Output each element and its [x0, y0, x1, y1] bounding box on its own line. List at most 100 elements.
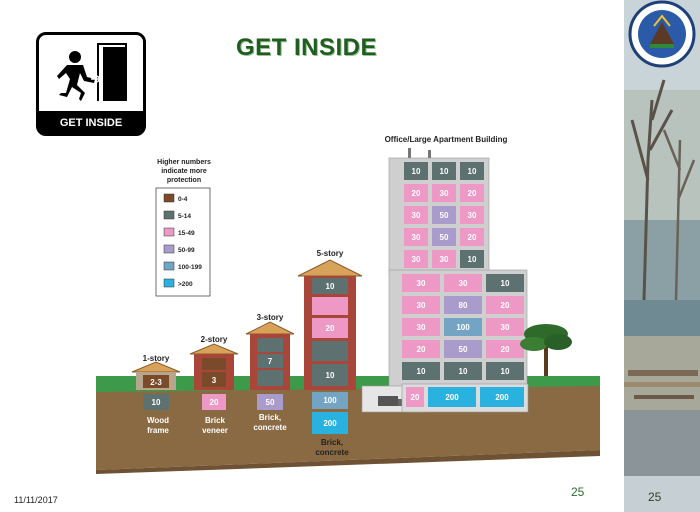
truck-icon — [378, 396, 398, 406]
legend-label: 5-14 — [178, 213, 191, 220]
house2-cell-basement — [202, 394, 226, 410]
office-cell — [432, 184, 456, 202]
house-1-story: 1-story 2-3 10 Wood frame — [131, 354, 181, 435]
legend-label: 0-4 — [178, 196, 188, 203]
house1-title: 1-story — [143, 354, 170, 363]
office-cell-value: 10 — [459, 367, 468, 376]
tree — [520, 324, 572, 376]
office-cell-value: 50 — [459, 345, 468, 354]
slide-title: GET INSIDE — [236, 34, 378, 61]
office-cell — [486, 362, 524, 380]
office-cell-value: 10 — [501, 279, 510, 288]
office-cell-value: 200 — [445, 393, 459, 402]
office-cell-value: 10 — [412, 167, 421, 176]
legend-label: 15-49 — [178, 230, 195, 237]
office-cell-value: 10 — [501, 367, 510, 376]
legend-swatch — [163, 261, 175, 271]
house1-value-basement: 10 — [152, 398, 161, 407]
house1-cell-upper — [143, 375, 169, 388]
house3-title: 3-story — [257, 313, 284, 322]
office-cell-value: 30 — [412, 255, 421, 264]
office-cell — [404, 250, 428, 268]
office-cell-value: 10 — [468, 255, 477, 264]
office-cell-value: 30 — [440, 189, 449, 198]
office-cell — [404, 184, 428, 202]
house5-caption-1: Brick, — [321, 438, 343, 447]
house5-cell-1 — [312, 364, 348, 386]
office-cell-value: 200 — [495, 393, 509, 402]
house1-cell-basement — [143, 394, 169, 410]
office-cell-value: 20 — [468, 189, 477, 198]
slide-page-number: 25 — [571, 485, 585, 499]
legend-swatch — [163, 278, 175, 288]
house3-cell-basement — [257, 394, 283, 410]
house-2-story: 2-story 3 20 Brick veneer — [189, 335, 239, 435]
house2-title: 2-story — [201, 335, 228, 344]
office-cell — [460, 206, 484, 224]
office-cell-value: 50 — [440, 211, 449, 220]
office-cell-value: 20 — [501, 301, 510, 310]
office-cell — [444, 340, 482, 358]
office-cell-value: 100 — [456, 323, 470, 332]
house3-value-basement: 50 — [266, 398, 275, 407]
office-cell-value: 30 — [440, 255, 449, 264]
office-cell — [404, 228, 428, 246]
house1-caption-1: Wood — [147, 416, 169, 425]
office-cell-value: 80 — [459, 301, 468, 310]
office-cell-value: 30 — [417, 301, 426, 310]
legend-heading-1: Higher numbers — [157, 159, 211, 166]
house5-cell-basement-1 — [312, 392, 348, 409]
house5-value-top: 10 — [326, 282, 335, 291]
office-cell-value: 30 — [501, 323, 510, 332]
office-cell — [406, 387, 424, 407]
legend-swatch — [163, 210, 175, 220]
office-cell — [432, 228, 456, 246]
office-cell-value: 20 — [468, 233, 477, 242]
office-title: Office/Large Apartment Building — [385, 135, 508, 144]
office-cell — [428, 387, 476, 407]
house5-cell-5 — [312, 278, 348, 294]
office-cell — [460, 184, 484, 202]
office-cell — [486, 274, 524, 292]
office-cell-value: 20 — [417, 345, 426, 354]
office-cell — [432, 206, 456, 224]
legend-swatch — [163, 244, 175, 254]
office-cell — [460, 162, 484, 180]
house5-caption-2: concrete — [315, 448, 349, 457]
office-cell — [460, 228, 484, 246]
office-cell — [402, 318, 440, 336]
strip-page-number: 25 — [648, 490, 662, 504]
house2-caption-1: Brick — [205, 416, 226, 425]
office-cell — [402, 340, 440, 358]
office-cell-value: 30 — [459, 279, 468, 288]
office-cell-value: 30 — [417, 323, 426, 332]
office-cell — [432, 162, 456, 180]
house5-value-ground: 10 — [326, 371, 335, 380]
office-cell-value: 10 — [417, 367, 426, 376]
house5-value-basement-1: 100 — [323, 396, 337, 405]
legend-box — [155, 187, 211, 297]
house1-caption-2: frame — [147, 426, 169, 435]
house3-caption-2: concrete — [253, 423, 287, 432]
office-cell — [402, 296, 440, 314]
office-cell-value: 10 — [440, 167, 449, 176]
office-cell — [402, 274, 440, 292]
house-3-story: 3-story 7 50 Brick, concrete — [245, 313, 295, 432]
office-building: Office/Large Apartment Building 10 10 10 20… — [361, 135, 529, 413]
office-cell — [444, 274, 482, 292]
get-inside-logo: GET INSIDE — [36, 32, 146, 136]
office-cell — [444, 318, 482, 336]
house2-value-upper: 3 — [212, 376, 217, 385]
office-cell-value: 20 — [411, 393, 420, 402]
office-cell — [432, 250, 456, 268]
office-cell — [486, 296, 524, 314]
office-cell-value: 30 — [412, 233, 421, 242]
house1-value-upper: 2-3 — [150, 378, 162, 387]
running-person-door-icon — [39, 43, 143, 133]
house3-cell-upper — [257, 354, 283, 368]
legend-label: >200 — [178, 281, 193, 288]
office-cell-value: 10 — [468, 167, 477, 176]
office-cell-value: 30 — [412, 211, 421, 220]
house5-cell-3 — [312, 318, 348, 338]
